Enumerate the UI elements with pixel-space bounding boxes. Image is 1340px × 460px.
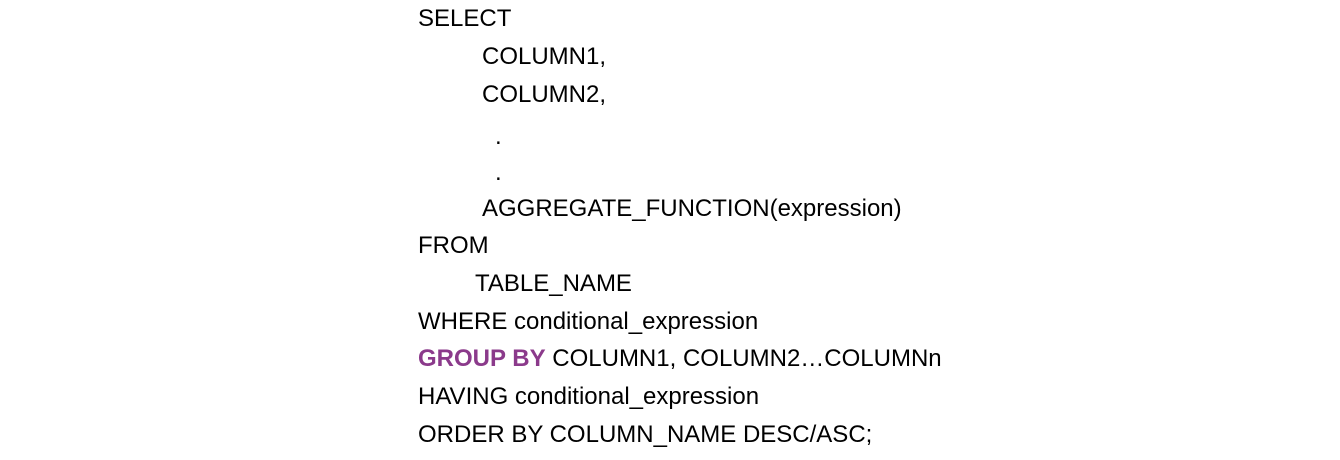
ellipsis-dot-2: . [495,159,502,186]
select-line: SELECT [418,5,512,32]
ellipsis-dot-1: . [495,123,502,150]
group-by-line: GROUP BY COLUMN1, COLUMN2…COLUMNn [418,340,942,377]
group-by-keyword: GROUP BY [418,345,546,372]
aggregate-function-line: AGGREGATE_FUNCTION(expression) [482,195,902,222]
group-by-columns: COLUMN1, COLUMN2…COLUMNn [545,345,942,372]
from-line: FROM [418,232,489,259]
column2-line: COLUMN2, [482,81,607,108]
column1-line: COLUMN1, [482,43,607,70]
having-line: HAVING conditional_expression [418,383,760,410]
order-by-line: ORDER BY COLUMN_NAME DESC/ASC; [418,421,873,448]
table-name-line: TABLE_NAME [475,270,632,297]
sql-syntax-block: SELECT COLUMN1, COLUMN2, . . AGGREGATE_F… [418,0,1118,460]
where-line: WHERE conditional_expression [418,308,759,335]
